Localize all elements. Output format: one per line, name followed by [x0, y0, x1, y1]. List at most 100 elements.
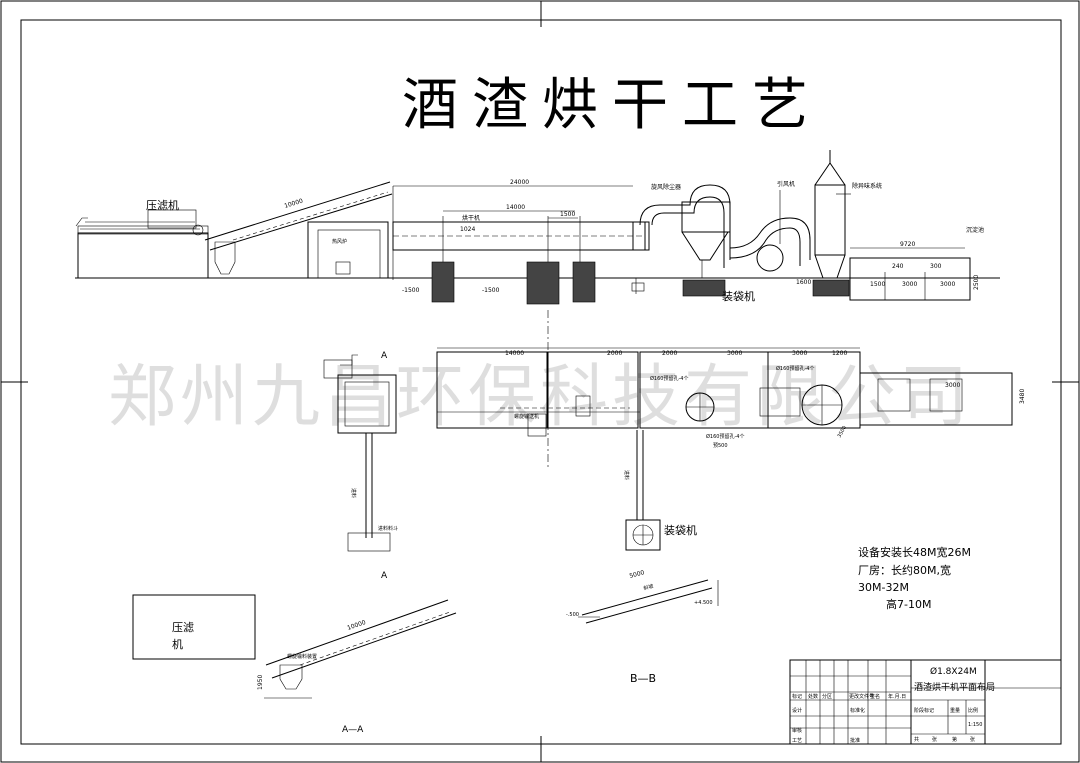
- pit-1: [431, 261, 455, 303]
- label-dryer: 烘干机: [462, 214, 480, 222]
- pit-2: [526, 261, 560, 305]
- titleblock-r3: 阶段标记: [914, 707, 934, 714]
- dim-dryer-sub: 1500: [560, 211, 575, 218]
- dim-pool-b: 300: [930, 263, 942, 270]
- section-a-top: A: [381, 351, 388, 361]
- titleblock-h5: 签名: [870, 693, 880, 700]
- dim-pool-h: 2500: [973, 275, 980, 290]
- label-furnace: 热风炉: [332, 238, 347, 245]
- elevation-view: 压滤机 10000 热风炉 24000 14000 1500 烘干机 1024 …: [75, 150, 1000, 305]
- plan-dim-width: 3480: [1019, 389, 1026, 404]
- titleblock-name: 酒渣烘干机平面布局: [914, 681, 995, 693]
- titleblock-h1: 标记: [792, 693, 802, 700]
- pit-3: [572, 261, 596, 303]
- section-bb-label: B—B: [630, 672, 656, 685]
- label-bagging-plan: 装袋机: [664, 523, 697, 537]
- watermark: 郑州九昌环保科技有限公司: [108, 358, 972, 437]
- label-scrubber: 除异味系统: [852, 182, 882, 190]
- settling-pool: [849, 257, 971, 301]
- dim-depth-a: -1500: [402, 287, 420, 294]
- section-aa-hopper: 螺旋输料装置: [287, 653, 317, 660]
- notes: 设备安装长48M宽26M 厂房：长约80M,宽 30M-32M 高7-10M: [858, 545, 971, 611]
- titleblock-r6: 审核: [792, 727, 802, 734]
- section-aa-filter-press: [132, 594, 256, 660]
- titleblock-r7: 工艺: [792, 738, 802, 744]
- plan-diag: 3500: [837, 425, 849, 439]
- titleblock-r2: 标准化: [850, 707, 865, 714]
- titleblock-h4: 更改文件号: [849, 693, 874, 700]
- titleblock-h6: 年.月.日: [888, 693, 906, 700]
- section-aa-filter-1: 压滤: [172, 621, 194, 634]
- plan-dim-d3: 2000: [662, 350, 677, 357]
- titleblock-scale: 1:150: [968, 722, 982, 728]
- plan-view: A 14000 2000 2000 3000 3000 1200 3000 34…: [323, 310, 1026, 581]
- label-settling: 沉淀池: [966, 226, 984, 234]
- label-fan: 引风机: [777, 180, 795, 188]
- section-bb-bottom: -.500: [566, 612, 579, 618]
- note-line-1: 设备安装长48M宽26M: [858, 545, 971, 559]
- section-a-bottom: A: [381, 571, 388, 581]
- plan-dim-d4: 3000: [727, 350, 742, 357]
- hot-air-furnace: [307, 221, 389, 279]
- titleblock-r1: 设计: [792, 707, 802, 714]
- dim-total: 24000: [510, 179, 529, 186]
- dim-pool-d: 3000: [902, 281, 917, 288]
- plan-dim-d7: 3000: [945, 382, 960, 389]
- plan-dim-d1: 14000: [505, 350, 524, 357]
- drawing-title: 酒渣烘干工艺: [402, 73, 822, 138]
- dim-pool-len: 9720: [900, 241, 915, 248]
- plan-dim-d2: 2000: [607, 350, 622, 357]
- plan-hole-2: Ø160预留孔-4个: [776, 365, 814, 372]
- titleblock-r11: 第: [952, 736, 957, 743]
- label-filter-press: 压滤机: [146, 198, 179, 212]
- titleblock-h2: 处数: [808, 693, 818, 700]
- section-bb: 5000 斜坡 +4.500 -.500 B—B: [566, 569, 719, 685]
- dim-pool-a: 240: [892, 263, 904, 270]
- titleblock-spec: Ø1.8X24M: [930, 666, 977, 677]
- label-feed: 进料: [350, 488, 357, 498]
- titleblock-h3: 分区: [822, 693, 832, 700]
- dim-pool-c: 1500: [870, 281, 885, 288]
- label-cyclone: 旋风除尘器: [651, 183, 681, 191]
- section-bb-top: +4.500: [694, 600, 713, 606]
- section-aa-height: 1950: [257, 675, 264, 690]
- note-line-4: 高7-10M: [886, 597, 931, 611]
- scrubber-tower: [814, 184, 846, 256]
- titleblock-r8: 批准: [850, 737, 860, 744]
- section-aa-filter-2: 机: [172, 637, 183, 651]
- plan-furnace: [337, 374, 397, 434]
- section-bb-sub: 斜坡: [643, 583, 654, 592]
- dim-pool-e: 3000: [940, 281, 955, 288]
- note-line-3: 30M-32M: [858, 581, 909, 594]
- cyclone-body: [681, 201, 731, 233]
- plan-dim-d6: 1200: [832, 350, 847, 357]
- titleblock-r4: 重量: [950, 707, 960, 714]
- dim-pit-depth: 1600: [796, 279, 811, 286]
- label-pump: 螺旋输送机: [514, 413, 539, 420]
- note-line-2: 厂房：长约80M,宽: [858, 563, 951, 577]
- dim-conveyor: 10000: [284, 198, 304, 210]
- plan-hole-3: Ø160预留孔-4个: [706, 433, 744, 440]
- section-aa-label: A—A: [342, 725, 364, 735]
- titleblock-r9: 共: [914, 736, 919, 743]
- plan-hopper: [347, 532, 391, 552]
- titleblock-r12: 张: [970, 736, 975, 743]
- dim-depth-b: -1500: [482, 287, 500, 294]
- titleblock-r5: 比例: [968, 707, 978, 714]
- titleblock-r10: 张: [932, 736, 937, 743]
- plan-bagging: [625, 519, 661, 551]
- plan-hole-dim: 预500: [713, 442, 728, 449]
- label-bagging-elev: 装袋机: [722, 289, 755, 303]
- dim-dryer-in: 1024: [460, 226, 475, 233]
- title-block: Ø1.8X24M 酒渣烘干机平面布局 标记 处数 分区 更改文件号 签名 年.月…: [789, 659, 1062, 745]
- plan-hole-1: Ø160预留孔-4个: [650, 375, 688, 382]
- dim-dryer: 14000: [506, 204, 525, 211]
- plan-dim-d5: 3000: [792, 350, 807, 357]
- section-bb-len: 5000: [629, 569, 646, 580]
- induced-fan: [756, 244, 784, 272]
- label-hopper: 进料料斗: [378, 525, 398, 532]
- label-feed2: 进料: [623, 470, 630, 480]
- section-aa: 压滤 机 10000 螺旋输料装置 1950 A—A: [132, 594, 457, 735]
